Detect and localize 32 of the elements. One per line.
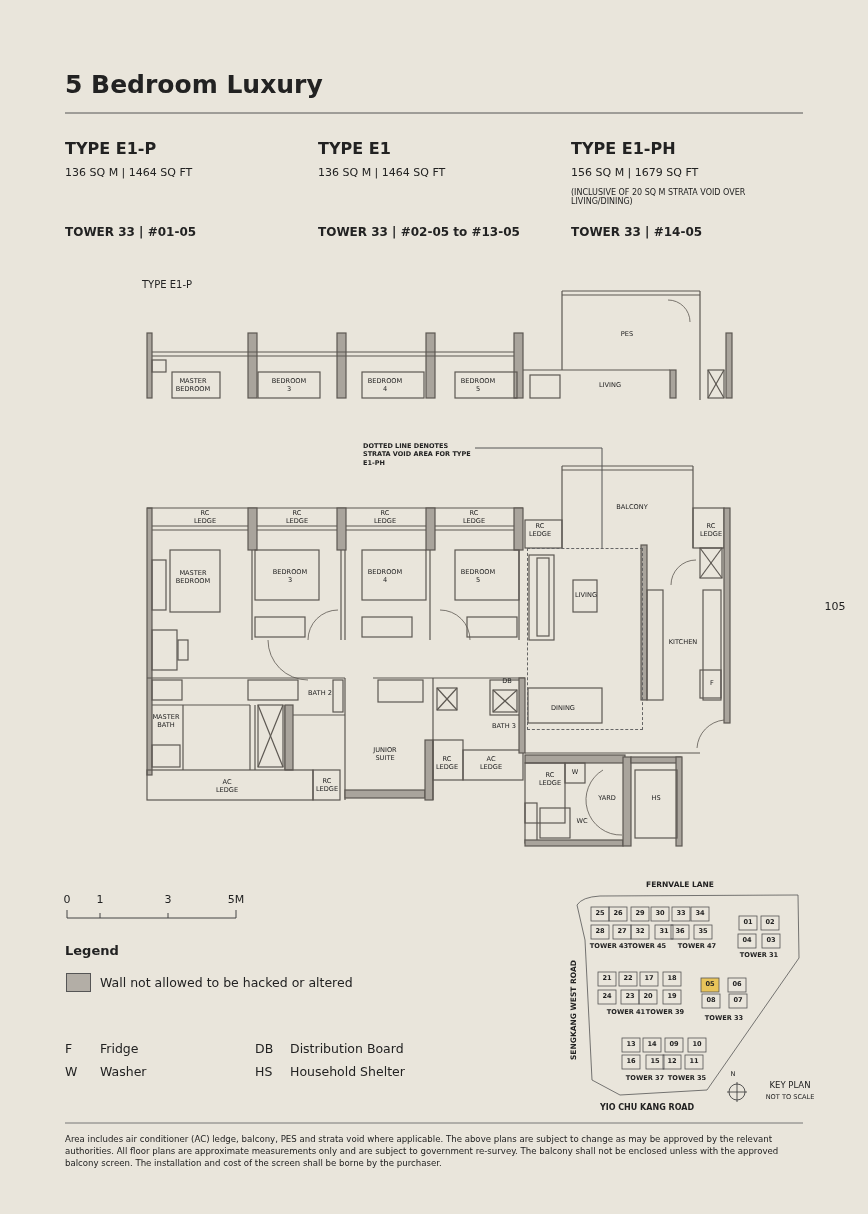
plan-caption: TYPE E1-P: [142, 279, 193, 291]
area-text: 136 SQ M | 1464 SQ FT: [65, 166, 193, 180]
type-heading: TYPE E1: [318, 139, 391, 159]
legend-heading: Legend: [65, 943, 119, 959]
page-title: 5 Bedroom Luxury: [65, 70, 323, 100]
leader-line: [474, 447, 603, 549]
abbreviation: HS: [255, 1064, 273, 1080]
abbreviation-meaning: Distribution Board: [290, 1041, 404, 1057]
footnote-text: Area includes air conditioner (AC) ledge, balcony, PES and strata void where applicable. The above plans are subject to change as may be approved by the relevant authorities. All floor plans are approximate measurements only and are subject to government re-survey. The balcony shall not be enclosed unless with the approved balcony screen. The installation and cost of the screen shall be borne by the purchaser.: [65, 1133, 780, 1170]
abbreviation: F: [65, 1041, 73, 1057]
abbreviation-meaning: Fridge: [100, 1041, 139, 1057]
scale-number: 0: [63, 893, 71, 907]
note-text: (INCLUSIVE OF 20 SQ M STRATA VOID OVER LIVING/DINING): [571, 187, 747, 207]
page-number: 105: [824, 600, 846, 614]
type-heading: TYPE E1-P: [65, 139, 157, 159]
unit-text: TOWER 33 | #02-05 to #13-05: [318, 226, 520, 240]
type-heading: TYPE E1-PH: [571, 139, 676, 159]
area-text: 156 SQ M | 1679 SQ FT: [571, 166, 699, 180]
road-name: YIO CHU KANG ROAD: [599, 1103, 695, 1113]
area-text: 136 SQ M | 1464 SQ FT: [318, 166, 446, 180]
key-plan-heading: KEY PLAN: [769, 1081, 811, 1091]
unit-text: TOWER 33 | #01-05: [65, 226, 197, 240]
abbreviation-meaning: Washer: [100, 1064, 147, 1080]
abbreviation: W: [65, 1064, 78, 1080]
abbreviation-meaning: Household Shelter: [290, 1064, 405, 1080]
strata-void-outline: [527, 548, 643, 730]
unit-text: TOWER 33 | #14-05: [571, 226, 703, 240]
legend-text: Wall not allowed to be hacked or altered: [100, 975, 353, 991]
scale-number: 3: [164, 893, 172, 907]
scale-number: 1: [96, 893, 104, 907]
abbreviation: DB: [255, 1041, 274, 1057]
scale-number: 5M: [227, 893, 245, 907]
